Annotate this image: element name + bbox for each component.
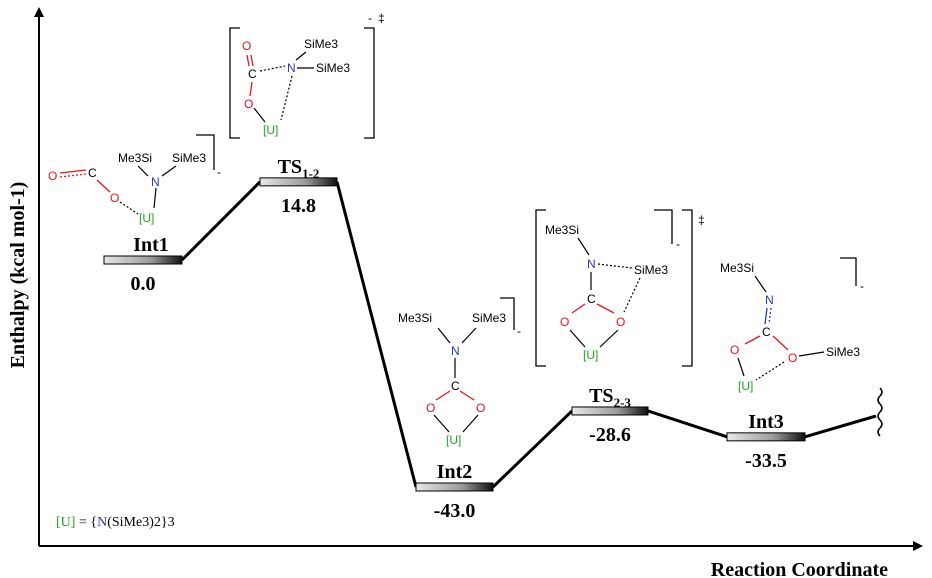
level-name-ts12: TS1-2 [278, 156, 320, 181]
level-bar-int1 [103, 255, 183, 265]
level-value-ts12: 14.8 [281, 195, 316, 217]
svg-text:-: - [517, 324, 521, 338]
svg-text:N: N [151, 175, 160, 189]
svg-text:-: - [860, 279, 864, 293]
svg-text:C: C [587, 292, 596, 306]
level-value-int3: -33.5 [745, 450, 787, 472]
connector-lines [180, 180, 877, 489]
svg-text:SiMe3: SiMe3 [316, 61, 350, 75]
level-value-ts23: -28.6 [589, 424, 631, 446]
structure-ts23: - ‡ Me3Si N SiMe3 C O O [U] [535, 209, 705, 367]
svg-text:O: O [730, 343, 739, 357]
structure-int1: O C O [U] N Me3Si SiMe3 - [48, 134, 221, 225]
svg-text:‡: ‡ [378, 11, 385, 25]
energy-levels [103, 177, 806, 492]
level-name-int1: Int1 [133, 234, 169, 256]
connector-ts23-int3 [647, 409, 728, 439]
axes: Enthalpy (kcal mol-1) Reaction Coordinat… [7, 7, 923, 578]
svg-text:SiMe3: SiMe3 [172, 151, 206, 165]
svg-text:C: C [451, 379, 460, 393]
structure-int3: Me3Si - N C O O SiMe3 [U] [720, 257, 864, 393]
level-value-int1: 0.0 [131, 273, 156, 295]
level-name-ts23: TS2-3 [589, 385, 631, 410]
svg-text:-: - [217, 165, 221, 179]
svg-text:Me3Si: Me3Si [118, 151, 152, 165]
structure-int2: Me3Si SiMe3 - N C O O [U] [398, 297, 521, 447]
svg-text:[U]: [U] [446, 433, 461, 447]
y-axis-label: Enthalpy (kcal mol-1) [7, 182, 29, 369]
level-value-int2: -43.0 [434, 500, 476, 522]
level-bar-int2 [415, 482, 494, 492]
svg-text:[U]: [U] [139, 211, 154, 225]
continuation-squiggle [877, 387, 883, 437]
svg-text:-: - [676, 237, 680, 251]
svg-text:O: O [788, 351, 797, 365]
svg-text:Me3Si: Me3Si [720, 261, 754, 275]
svg-text:O: O [110, 191, 119, 205]
svg-text:Me3Si: Me3Si [545, 223, 579, 237]
svg-text:[U]: [U] [738, 379, 753, 393]
svg-text:C: C [762, 325, 771, 339]
x-axis-label: Reaction Coordinate [711, 559, 888, 578]
svg-text:-: - [368, 11, 372, 25]
svg-text:SiMe3: SiMe3 [304, 37, 338, 51]
connector-ts12-int2 [335, 181, 418, 488]
svg-text:SiMe3: SiMe3 [472, 311, 506, 325]
svg-text:N: N [587, 257, 596, 271]
svg-text:O: O [242, 39, 251, 53]
svg-text:O: O [48, 169, 57, 183]
svg-text:O: O [426, 401, 435, 415]
svg-text:O: O [244, 97, 253, 111]
svg-text:O: O [476, 401, 485, 415]
svg-text:SiMe3: SiMe3 [826, 345, 860, 359]
svg-text:N: N [765, 293, 774, 307]
svg-text:C: C [88, 166, 97, 180]
level-name-int3: Int3 [748, 411, 784, 433]
svg-text:O: O [616, 315, 625, 329]
u-legend: [U] = {N(SiMe3)2}3 [56, 515, 175, 530]
svg-text:N: N [451, 344, 460, 358]
svg-text:‡: ‡ [698, 213, 705, 227]
connector-int2-ts23 [491, 409, 574, 489]
structure-ts12: - ‡ O C N SiMe3 SiMe3 O [U] [229, 11, 385, 139]
svg-text:C: C [248, 67, 257, 81]
svg-text:[U]: [U] [263, 123, 278, 137]
svg-text:Me3Si: Me3Si [398, 311, 432, 325]
connector-int1-ts12 [180, 180, 262, 262]
svg-text:N: N [287, 61, 296, 75]
connector-tail [804, 414, 877, 439]
svg-text:[U]: [U] [583, 348, 598, 362]
level-name-int2: Int2 [437, 461, 473, 483]
level-bar-ts23 [571, 406, 649, 416]
level-bar-int3 [726, 432, 806, 442]
level-bar-ts12 [259, 177, 338, 187]
svg-text:O: O [560, 315, 569, 329]
svg-text:SiMe3: SiMe3 [634, 263, 668, 277]
